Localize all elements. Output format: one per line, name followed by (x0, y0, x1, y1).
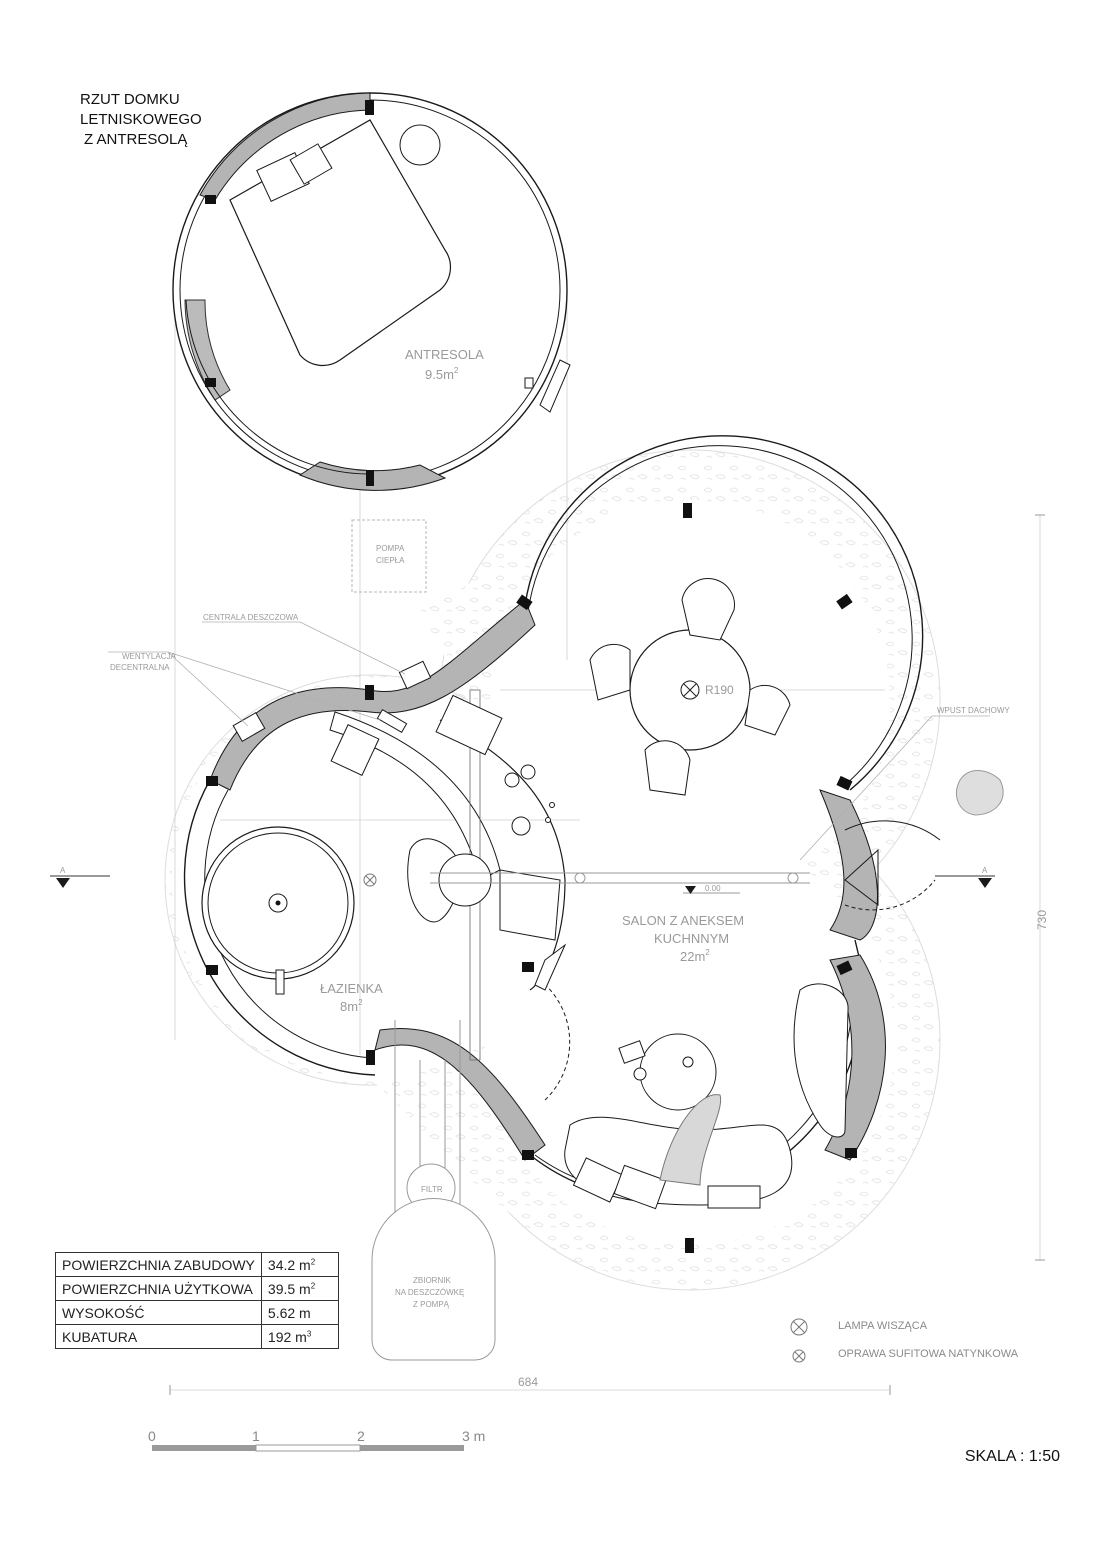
room-lazienka-label: ŁAZIENKA (320, 981, 383, 996)
ventilation-label-2: DECENTRALNA (110, 663, 170, 672)
tank-label-3: Z POMPĄ (413, 1300, 450, 1309)
mezzanine-plan (172, 92, 571, 491)
svg-text:9.5m2: 9.5m2 (425, 366, 459, 382)
table-row: POWIERZCHNIA ZABUDOWY 34.2 m2 (55, 1252, 339, 1277)
scale-tick-1: 1 (252, 1428, 260, 1444)
room-lazienka-area: 8m (340, 999, 358, 1014)
svg-text:22m2: 22m2 (680, 948, 710, 964)
table-row: WYSOKOŚĆ 5.62 m (55, 1300, 339, 1325)
scale-bar (152, 1444, 464, 1452)
stat-value: 5.62 m (260, 1300, 339, 1325)
section-markers (50, 875, 995, 894)
room-antresola-area: 9.5m (425, 367, 454, 382)
plan-text: ANTRESOLA 9.5m2 POMPA CIEPŁA CENTRALA DE… (60, 347, 1049, 1389)
filter-label: FILTR (421, 1185, 443, 1194)
stat-label: WYSOKOŚĆ (55, 1300, 262, 1325)
table-row: KUBATURA 192 m3 (55, 1324, 339, 1349)
ventilation-label-1: WENTYLACJA (122, 652, 176, 661)
table-row: POWIERZCHNIA UŻYTKOWA 39.5 m2 (55, 1276, 339, 1301)
title-line-3: Z ANTRESOLĄ (84, 131, 188, 148)
scale-note: SKALA : 1:50 (964, 1448, 1060, 1465)
salon-label-1: SALON Z ANEKSEM (622, 913, 744, 928)
tank-label-2: NA DESZCZÓWKĘ (395, 1288, 464, 1297)
salon-area: 22m (680, 949, 705, 964)
section-mark-left: A (60, 866, 66, 875)
stat-value: 34.2 m2 (260, 1252, 339, 1277)
title-line-2: LETNISKOWEGO (80, 111, 202, 128)
rain-center-label: CENTRALA DESZCZOWA (203, 613, 299, 622)
legend-symbols (363, 873, 808, 1363)
height-dimension: 730 (1035, 910, 1049, 930)
drawing-title: RZUT DOMKU LETNISKOWEGO Z ANTRESOLĄ (80, 90, 202, 150)
level-label: 0.00 (705, 884, 721, 893)
stat-label: KUBATURA (55, 1324, 262, 1349)
section-mark-right: A (982, 866, 988, 875)
room-antresola-label: ANTRESOLA (405, 347, 484, 362)
table-radius-label: R190 (705, 683, 734, 697)
scale-tick-0: 0 (148, 1428, 156, 1444)
salon-label-2: KUCHNNYM (654, 931, 729, 946)
scale-tick-3: 3 m (462, 1428, 486, 1444)
stat-value: 192 m3 (260, 1324, 339, 1349)
title-line-1: RZUT DOMKU (80, 91, 180, 108)
label-leaders (108, 621, 990, 861)
heat-pump-label-2: CIEPŁA (376, 556, 405, 565)
stat-label: POWIERZCHNIA ZABUDOWY (55, 1252, 262, 1277)
area-stats-table: POWIERZCHNIA ZABUDOWY 34.2 m2 POWIERZCHN… (55, 1252, 339, 1349)
roof-drain-label: WPUST DACHOWY (937, 706, 1010, 715)
heat-pump-label-1: POMPA (376, 544, 405, 553)
svg-text:8m2: 8m2 (340, 998, 363, 1014)
stat-value: 39.5 m2 (260, 1276, 339, 1301)
width-dimension: 684 (518, 1375, 538, 1389)
tank-label-1: ZBIORNIK (413, 1276, 451, 1285)
scale-tick-2: 2 (357, 1428, 365, 1444)
stat-label: POWIERZCHNIA UŻYTKOWA (55, 1276, 262, 1301)
dimension-ticks (169, 514, 1045, 1395)
rainwater-piping (371, 872, 810, 1361)
heat-pump-box (351, 519, 427, 593)
living-furniture (201, 578, 1004, 1210)
